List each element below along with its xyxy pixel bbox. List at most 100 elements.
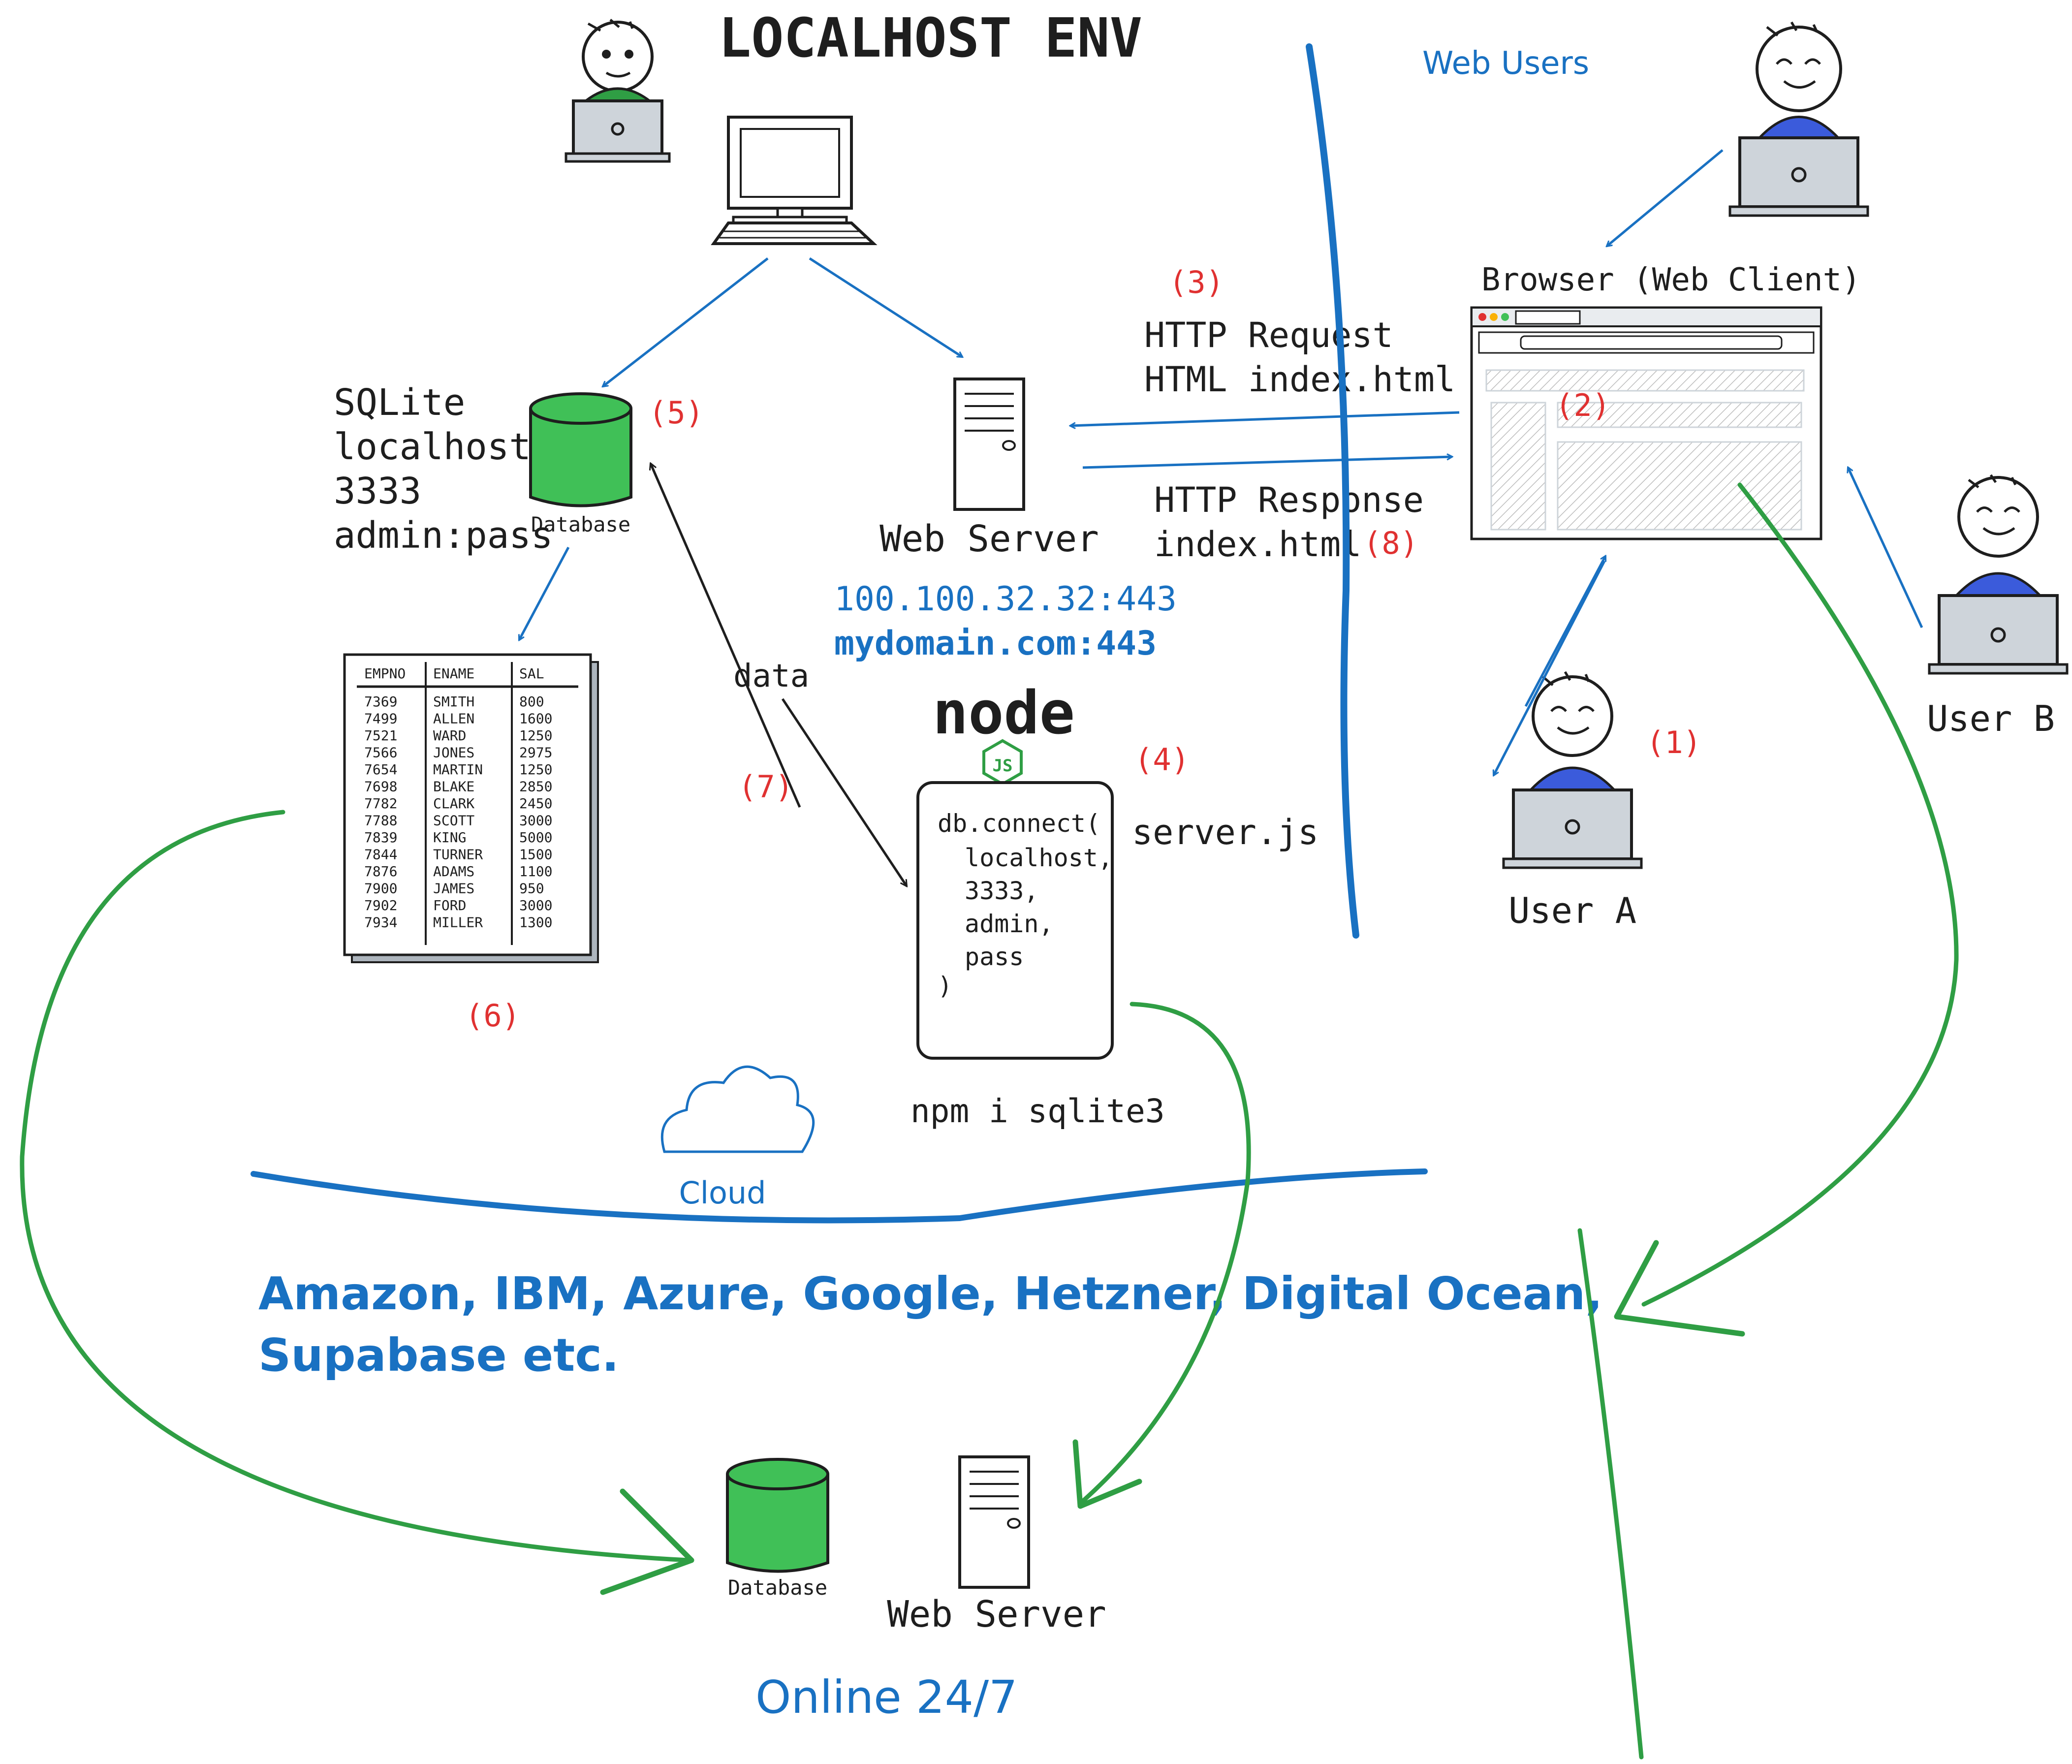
table-header-cell: ENAME — [433, 665, 474, 682]
table-cell: 7788 — [364, 813, 397, 829]
table-cell: 7876 — [364, 863, 397, 880]
network-boundary-line — [1306, 43, 1359, 939]
table-cell: JONES — [433, 745, 474, 761]
step-6-marker: (6) — [465, 998, 520, 1034]
arrow-user-top-to-browser — [1607, 149, 1724, 246]
cloud-icon — [660, 1065, 815, 1153]
table-cell: 7521 — [364, 727, 397, 744]
code-line-1: db.connect( — [938, 809, 1100, 838]
green-arrowhead-online — [1614, 1240, 1745, 1337]
providers-line1: Amazon, IBM, Azure, Google, Hetzner, Dig… — [258, 1267, 1602, 1320]
step-5-marker: (5) — [649, 395, 704, 431]
sqlite-line2: localhost — [334, 426, 531, 468]
step-3-marker: (3) — [1169, 264, 1224, 300]
browser-window — [1470, 306, 1822, 540]
table-cell: CLARK — [433, 795, 474, 812]
web-server-label: Web Server — [879, 518, 1099, 560]
server-ip: 100.100.32.32:443 — [834, 580, 1177, 619]
data-label: data — [733, 658, 809, 694]
code-line-5: pass — [965, 943, 1024, 971]
online-label: Online 24/7 — [755, 1671, 1018, 1724]
web-users-label: Web Users — [1422, 45, 1589, 82]
table-cell: FORD — [433, 897, 466, 914]
table-cell: MARTIN — [433, 761, 483, 778]
cloud-label: Cloud — [679, 1175, 766, 1211]
table-cell: 950 — [519, 881, 544, 897]
web-server-icon — [953, 378, 1025, 511]
user-b-label: User B — [1927, 698, 2055, 739]
table-cell: 3000 — [519, 813, 552, 829]
arrow-response-to-browser — [1082, 457, 1452, 469]
table-cell: ALLEN — [433, 711, 474, 727]
npm-command: npm i sqlite3 — [910, 1092, 1165, 1130]
arrow-browser-to-usera — [1494, 560, 1606, 775]
table-cell: TURNER — [433, 847, 483, 863]
table-cell: 2850 — [519, 779, 552, 795]
table-cell: 2975 — [519, 745, 552, 761]
data-arrow-to-serverjs — [781, 698, 907, 886]
step-8-marker: (8) — [1363, 525, 1418, 561]
sqlite-line1: SQLite — [334, 381, 465, 424]
arrow-request-to-server — [1070, 411, 1460, 426]
data-arrow-to-database — [651, 464, 801, 808]
table-cell: 1250 — [519, 727, 552, 744]
table-cell: 1500 — [519, 847, 552, 863]
code-line-6: ) — [938, 972, 952, 1000]
table-cell: 5000 — [519, 829, 552, 846]
page-title: LOCALHOST ENV — [719, 6, 1142, 69]
table-cell: BLAKE — [433, 779, 474, 795]
table-cell: 1100 — [519, 863, 552, 880]
cloud-database-label: Database — [728, 1575, 827, 1600]
http-request-line2: HTML index.html — [1144, 359, 1455, 400]
table-cell: 1300 — [519, 914, 552, 931]
table-cell: 7782 — [364, 795, 397, 812]
step-4-marker: (4) — [1134, 742, 1190, 778]
http-request-line1: HTTP Request — [1144, 315, 1393, 355]
table-cell: KING — [433, 829, 466, 846]
user-a-label: User A — [1508, 890, 1636, 931]
table-cell: 7499 — [364, 711, 397, 727]
table-cell: 7654 — [364, 761, 397, 778]
server-js-label: server.js — [1132, 812, 1319, 852]
step-2-marker: (2) — [1555, 387, 1610, 423]
table-cell: 7369 — [364, 693, 397, 710]
code-line-4: admin, — [965, 910, 1054, 938]
user-b-icon — [1928, 474, 2069, 675]
developer-user-icon — [565, 19, 671, 163]
cloud-boundary-line — [251, 1168, 1428, 1224]
nodejs-badge: JS — [993, 756, 1013, 776]
server-domain: mydomain.com:443 — [834, 624, 1157, 663]
table-cell: 7900 — [364, 881, 397, 897]
table-cell: JAMES — [433, 881, 474, 897]
green-arrow-table-to-cloud-db — [20, 810, 691, 1563]
table-cell: 3000 — [519, 897, 552, 914]
green-arrow-browser-to-online — [1641, 482, 1959, 1307]
green-vertical-line — [1577, 1228, 1644, 1760]
green-arrow-serverjs-to-cloud-server — [1080, 1002, 1251, 1504]
table-cell: WARD — [433, 727, 466, 744]
table-cell: 800 — [519, 693, 544, 710]
http-response-line2: index.html — [1154, 524, 1361, 565]
http-response-line1: HTTP Response — [1154, 480, 1424, 520]
table-cell: ADAMS — [433, 863, 474, 880]
table-cell: 7566 — [364, 745, 397, 761]
nodejs-logo-text: node — [933, 679, 1075, 748]
arrow-usera-to-browser — [1524, 556, 1607, 707]
step-1-marker: (1) — [1646, 724, 1701, 760]
table-cell: 7839 — [364, 829, 397, 846]
database-label: Database — [531, 512, 630, 536]
table-cell: 2450 — [519, 795, 552, 812]
code-box — [916, 781, 1114, 1060]
table-cell: 7902 — [364, 897, 397, 914]
web-user-top-icon — [1728, 21, 1869, 217]
arrow-desktop-to-webserver — [809, 257, 962, 357]
sqlite-line4: admin:pass — [334, 514, 553, 557]
arrow-desktop-to-database — [603, 257, 769, 386]
green-arrowhead-server — [1072, 1439, 1142, 1509]
table-cell: 7844 — [364, 847, 397, 863]
table-cell: 1250 — [519, 761, 552, 778]
desktop-computer-icon — [711, 116, 878, 245]
